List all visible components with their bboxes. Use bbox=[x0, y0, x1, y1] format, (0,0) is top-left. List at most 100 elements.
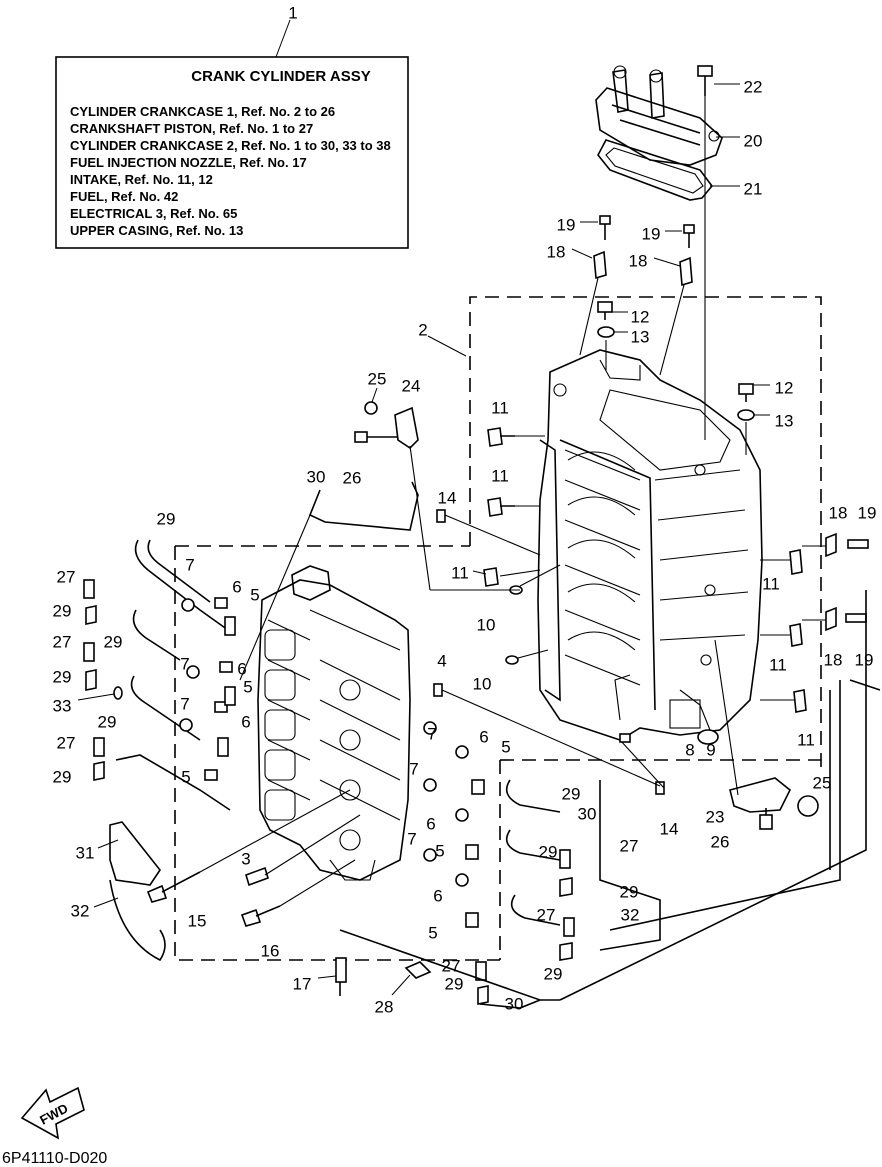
callout-12: 12 bbox=[775, 378, 794, 397]
callout-28: 28 bbox=[375, 997, 394, 1016]
plug-part bbox=[505, 585, 523, 665]
callout-30: 30 bbox=[307, 467, 326, 486]
callout-24: 24 bbox=[402, 376, 421, 395]
callout-26: 26 bbox=[343, 468, 362, 487]
callout-5: 5 bbox=[428, 923, 437, 942]
info-box-line: CRANKSHAFT PISTON, Ref. No. 1 to 27 bbox=[70, 121, 313, 136]
callout-12: 12 bbox=[631, 307, 650, 326]
callout-29: 29 bbox=[445, 974, 464, 993]
callout-11: 11 bbox=[769, 655, 787, 674]
callout-14: 14 bbox=[660, 819, 679, 838]
cylinder-head-cover-part bbox=[595, 65, 723, 166]
callout-18: 18 bbox=[824, 650, 843, 669]
callout-10: 10 bbox=[477, 615, 496, 634]
callout-5: 5 bbox=[243, 677, 252, 696]
callout-6: 6 bbox=[433, 886, 442, 905]
assembly-boundary bbox=[174, 296, 822, 1000]
hose-part bbox=[505, 590, 881, 1001]
callout-7: 7 bbox=[427, 724, 436, 743]
callout-13: 13 bbox=[775, 411, 794, 430]
callout-6: 6 bbox=[479, 727, 488, 746]
callout-18: 18 bbox=[547, 242, 566, 261]
forward-direction-arrow: FWD bbox=[20, 1086, 85, 1140]
bracket-part bbox=[825, 532, 869, 632]
callout-32: 32 bbox=[621, 905, 640, 924]
callout-9: 9 bbox=[706, 740, 715, 759]
collar-part bbox=[85, 605, 123, 781]
callout-6: 6 bbox=[237, 659, 246, 678]
callout-5: 5 bbox=[501, 737, 510, 756]
callout-19: 19 bbox=[642, 224, 661, 243]
bracket-part bbox=[593, 250, 693, 287]
callout-29: 29 bbox=[544, 964, 563, 983]
callout-13: 13 bbox=[631, 327, 650, 346]
callout-11: 11 bbox=[762, 574, 780, 593]
callout-29: 29 bbox=[98, 712, 117, 731]
info-box-line: ELECTRICAL 3, Ref. No. 65 bbox=[70, 206, 237, 221]
hose-part bbox=[109, 539, 231, 962]
bolt-part bbox=[597, 301, 755, 421]
crankcase-part bbox=[537, 349, 763, 741]
callout-29: 29 bbox=[539, 842, 558, 861]
callout-15: 15 bbox=[188, 911, 207, 930]
info-box-line: FUEL INJECTION NOZZLE, Ref. No. 17 bbox=[70, 155, 307, 170]
fitting-part bbox=[179, 597, 236, 781]
callout-29: 29 bbox=[53, 767, 72, 786]
callout-5: 5 bbox=[250, 585, 259, 604]
callout-30: 30 bbox=[505, 994, 524, 1013]
callout-19: 19 bbox=[855, 650, 874, 669]
callout-11: 11 bbox=[491, 466, 509, 485]
callout-6: 6 bbox=[426, 814, 435, 833]
callout-21: 21 bbox=[744, 179, 763, 198]
fitting-part bbox=[483, 427, 807, 713]
info-box: CRANK CYLINDER ASSY CYLINDER CRANKCASE 1… bbox=[55, 56, 409, 249]
callout-11: 11 bbox=[797, 730, 815, 749]
callout-7: 7 bbox=[180, 694, 189, 713]
seal-part bbox=[619, 729, 719, 745]
callout-27: 27 bbox=[57, 567, 76, 586]
fitting-part bbox=[423, 683, 485, 928]
callout-29: 29 bbox=[53, 667, 72, 686]
callout-5: 5 bbox=[181, 767, 190, 786]
info-box-line: INTAKE, Ref. No. 11, 12 bbox=[70, 172, 213, 187]
callout-6: 6 bbox=[232, 577, 241, 596]
info-box-line: CYLINDER CRANKCASE 1, Ref. No. 2 to 26 bbox=[70, 104, 335, 119]
callout-2: 2 bbox=[418, 320, 427, 339]
callout-5: 5 bbox=[435, 841, 444, 860]
info-box-line: CYLINDER CRANKCASE 2, Ref. No. 1 to 30, … bbox=[70, 138, 391, 153]
callout-8: 8 bbox=[685, 740, 694, 759]
callout-22: 22 bbox=[744, 77, 763, 96]
callout-29: 29 bbox=[104, 632, 123, 651]
cylinder-block-part bbox=[257, 565, 411, 881]
dowel-pin-part bbox=[83, 579, 105, 757]
callout-18: 18 bbox=[829, 503, 848, 522]
info-box-line: FUEL, Ref. No. 42 bbox=[70, 189, 178, 204]
callout-29: 29 bbox=[53, 601, 72, 620]
callout-7: 7 bbox=[180, 654, 189, 673]
callout-25: 25 bbox=[813, 773, 832, 792]
callout-29: 29 bbox=[562, 784, 581, 803]
callout-27: 27 bbox=[53, 632, 72, 651]
callout-23: 23 bbox=[706, 807, 725, 826]
gasket-part bbox=[597, 139, 714, 201]
callout-33: 33 bbox=[53, 696, 72, 715]
bracket-part bbox=[729, 777, 819, 830]
dowel-pin-part bbox=[475, 849, 575, 1005]
bracket-part bbox=[354, 401, 419, 450]
hose-part bbox=[339, 929, 560, 1009]
bolt-part bbox=[697, 65, 713, 96]
info-box-title: CRANK CYLINDER ASSY bbox=[191, 68, 370, 85]
fwd-label: FWD bbox=[37, 1100, 70, 1127]
callout-7: 7 bbox=[185, 555, 194, 574]
callout-1: 1 bbox=[288, 3, 297, 22]
callout-27: 27 bbox=[620, 836, 639, 855]
callout-7: 7 bbox=[407, 829, 416, 848]
callout-20: 20 bbox=[744, 131, 763, 150]
callout-4: 4 bbox=[437, 651, 446, 670]
callout-18: 18 bbox=[629, 251, 648, 270]
bolt-part bbox=[599, 215, 695, 248]
callout-14: 14 bbox=[438, 488, 457, 507]
callout-27: 27 bbox=[537, 905, 556, 924]
callout-11: 11 bbox=[451, 563, 469, 582]
